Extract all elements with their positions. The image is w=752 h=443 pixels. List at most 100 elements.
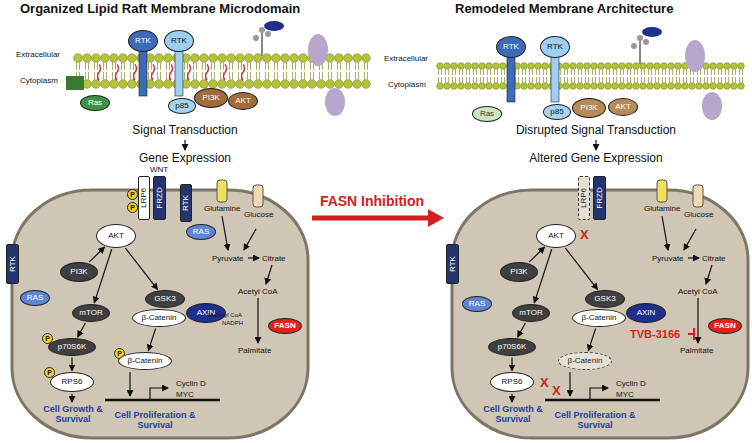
lipid: [683, 69, 684, 75]
protein-node: RPS6: [50, 372, 94, 392]
node-label: PI3K: [70, 268, 87, 276]
lipid: [283, 62, 284, 70]
text-label: FASN Inhibition: [320, 193, 424, 209]
signal-arrow: [78, 323, 86, 337]
lipid: [605, 83, 612, 90]
text-label: Gene Expression: [139, 152, 231, 166]
lipid: [564, 69, 565, 75]
lipid: [521, 63, 528, 70]
lipid: [437, 63, 444, 70]
protein-node: PI3K: [60, 262, 98, 282]
lipid: [483, 69, 484, 75]
lipid: [76, 62, 77, 70]
protein-node: RTK: [128, 30, 158, 52]
text-label: Glucose: [684, 210, 713, 219]
lipid: [525, 69, 526, 75]
lipid: [346, 72, 347, 80]
lipid: [661, 63, 668, 70]
lipid: [245, 54, 254, 63]
text-label: Cell Growth & Survival: [43, 404, 103, 425]
lipid: [560, 69, 561, 75]
lipid: [465, 63, 472, 70]
lipid: [344, 54, 353, 63]
node-label: AKT: [548, 232, 564, 240]
lipid: [308, 80, 317, 89]
lipid: [711, 77, 712, 83]
node-label: β-Catenin: [128, 357, 163, 365]
lipid: [672, 77, 673, 83]
lipid: [295, 62, 296, 70]
text-label: Acetyl CoA: [238, 287, 278, 296]
protein-node: RTK: [180, 184, 192, 222]
node-label: RTK: [135, 37, 151, 45]
inhibition-arrow: [312, 209, 444, 227]
node-label: RPS6: [502, 378, 523, 386]
lipid: [658, 69, 659, 75]
lipid: [731, 83, 738, 90]
text-label: MYC: [616, 390, 634, 399]
text-label: X: [540, 376, 549, 391]
lipid: [241, 62, 242, 70]
lipid: [542, 63, 549, 70]
lipid: [493, 83, 500, 90]
lipid: [676, 69, 677, 75]
text-label: Cell Proliferation & Survival: [540, 410, 650, 431]
lipid: [101, 80, 110, 89]
node-label: RTK: [547, 43, 563, 51]
lipid: [164, 80, 173, 89]
signal-arrow: [529, 247, 544, 262]
lipid: [581, 69, 582, 75]
lipid: [591, 83, 598, 90]
lipid: [738, 83, 745, 90]
lipid: [441, 77, 442, 83]
node-label: Ras: [480, 110, 494, 118]
lipid: [732, 69, 733, 75]
lipid: [718, 77, 719, 83]
protein-node: β-Catenin: [572, 309, 626, 327]
lipid: [479, 83, 486, 90]
lipid: [250, 62, 251, 70]
lipid: [355, 62, 356, 70]
lipid: [121, 62, 122, 70]
lipid: [438, 77, 439, 83]
lipid: [479, 63, 486, 70]
lipid: [459, 69, 460, 75]
lipid: [655, 77, 656, 83]
text-label: Disrupted Signal Transduction: [516, 124, 676, 138]
lipid: [529, 77, 530, 83]
lipid: [602, 69, 603, 75]
lipid: [563, 63, 570, 70]
lipid: [476, 69, 477, 75]
lipid: [155, 54, 164, 63]
lipid: [522, 69, 523, 75]
lipid: [98, 64, 101, 80]
lipid: [742, 69, 743, 75]
text-label: MYC: [176, 390, 194, 399]
text-label: Glutamine: [204, 204, 240, 213]
lipid: [494, 77, 495, 83]
lipid: [451, 83, 458, 90]
lipid: [472, 83, 479, 90]
lipid: [651, 77, 652, 83]
lipid: [441, 69, 442, 75]
lipid: [184, 72, 185, 80]
lipid: [578, 69, 579, 75]
lipid: [683, 77, 684, 83]
lipid: [438, 69, 439, 75]
protein-node: P: [44, 367, 55, 378]
lipid: [704, 77, 705, 83]
lipid: [585, 77, 586, 83]
lipid: [337, 62, 338, 70]
text-label: Extracellular: [384, 54, 428, 63]
lipid: [641, 69, 642, 75]
lipid: [130, 62, 131, 70]
signal-arrow: [534, 249, 551, 302]
lipid: [238, 62, 239, 70]
lipid: [310, 72, 311, 80]
lipid: [286, 62, 287, 70]
lipid: [567, 69, 568, 75]
lipid: [134, 64, 137, 80]
lipid: [353, 80, 362, 89]
lipid: [85, 62, 86, 70]
lipid: [675, 63, 682, 70]
